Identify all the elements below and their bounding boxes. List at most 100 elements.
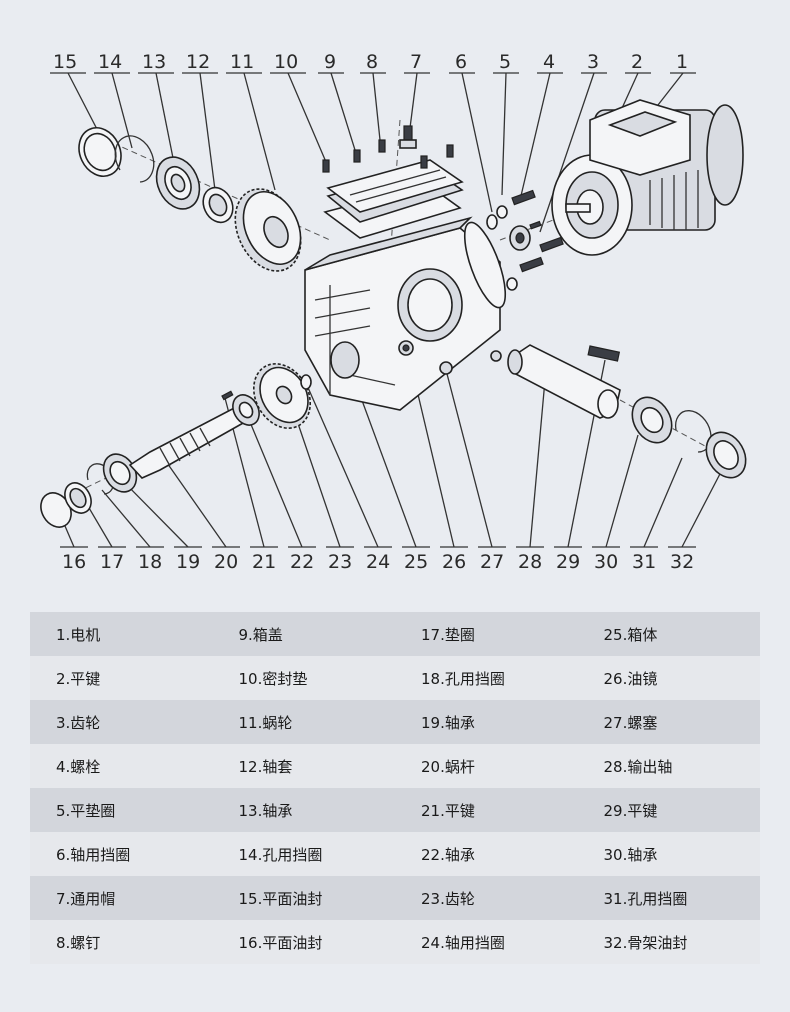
table-cell: 11.蜗轮 xyxy=(212,700,395,744)
table-cell: 18.孔用挡圈 xyxy=(395,656,578,700)
callout-18: 18 xyxy=(138,551,162,573)
table-cell: 29.平键 xyxy=(577,788,760,832)
table-cell: 14.孔用挡圈 xyxy=(212,832,395,876)
callout-25: 25 xyxy=(404,551,428,573)
callout-2: 2 xyxy=(631,51,643,73)
callout-31: 31 xyxy=(632,551,656,573)
callout-21: 21 xyxy=(252,551,276,573)
table-row: 3.齿轮 11.蜗轮 19.轴承 27.螺塞 xyxy=(30,700,760,744)
table-cell: 27.螺塞 xyxy=(577,700,760,744)
parts-list-table: 1.电机 9.箱盖 17.垫圈 25.箱体 2.平键 10.密封垫 18.孔用挡… xyxy=(30,612,760,964)
table-cell: 9.箱盖 xyxy=(212,612,395,656)
table-cell: 2.平键 xyxy=(30,656,213,700)
table-row: 6.轴用挡圈 14.孔用挡圈 22.轴承 30.轴承 xyxy=(30,832,760,876)
bearing-30 xyxy=(631,396,673,444)
callout-5: 5 xyxy=(499,51,511,73)
table-cell: 26.油镜 xyxy=(577,656,760,700)
worm-shaft-20 xyxy=(128,404,254,479)
table-cell: 17.垫圈 xyxy=(395,612,578,656)
table-cell: 16.平面油封 xyxy=(212,920,395,964)
table-cell: 20.蜗杆 xyxy=(395,744,578,788)
table-cell: 24.轴用挡圈 xyxy=(395,920,578,964)
bolts-4 xyxy=(511,189,564,273)
table-row: 5.平垫圈 13.轴承 21.平键 29.平键 xyxy=(30,788,760,832)
callout-22: 22 xyxy=(290,551,314,573)
gear-23 xyxy=(252,363,312,429)
washer-17 xyxy=(64,482,92,514)
drain-plug-27 xyxy=(439,350,502,375)
callout-7: 7 xyxy=(410,51,422,73)
table-cell: 5.平垫圈 xyxy=(30,788,213,832)
callout-32: 32 xyxy=(670,551,694,573)
leader-lines-bottom xyxy=(55,351,723,548)
table-cell: 28.输出轴 xyxy=(577,744,760,788)
table-row: 7.通用帽 15.平面油封 23.齿轮 31.孔用挡圈 xyxy=(30,876,760,920)
oil-sight-glass-26 xyxy=(398,340,414,356)
table-cell: 3.齿轮 xyxy=(30,700,213,744)
callout-20: 20 xyxy=(214,551,238,573)
callout-1: 1 xyxy=(676,51,688,73)
gearbox-housing-25 xyxy=(304,216,507,411)
bearing-19 xyxy=(102,453,138,493)
table-row: 8.螺钉 16.平面油封 24.轴用挡圈 32.骨架油封 xyxy=(30,920,760,964)
table-cell: 13.轴承 xyxy=(212,788,395,832)
table-cell: 12.轴套 xyxy=(212,744,395,788)
worm-wheel-11 xyxy=(234,188,302,272)
callout-27: 27 xyxy=(480,551,504,573)
circlip-14 xyxy=(114,135,155,183)
callout-14: 14 xyxy=(98,51,122,73)
table-row: 4.螺栓 12.轴套 20.蜗杆 28.输出轴 xyxy=(30,744,760,788)
callout-19: 19 xyxy=(176,551,200,573)
flat-washers-5 xyxy=(496,205,518,291)
callout-24: 24 xyxy=(366,551,390,573)
oil-seal-32 xyxy=(705,431,747,479)
callout-8: 8 xyxy=(366,51,378,73)
parts-list-body: 1.电机 9.箱盖 17.垫圈 25.箱体 2.平键 10.密封垫 18.孔用挡… xyxy=(30,612,760,964)
callout-3: 3 xyxy=(587,51,599,73)
table-cell: 30.轴承 xyxy=(577,832,760,876)
table-row: 2.平键 10.密封垫 18.孔用挡圈 26.油镜 xyxy=(30,656,760,700)
oil-seal-15 xyxy=(78,127,122,177)
housing-cover-9 xyxy=(326,159,464,223)
callout-15: 15 xyxy=(53,51,77,73)
table-cell: 4.螺栓 xyxy=(30,744,213,788)
callout-23: 23 xyxy=(328,551,352,573)
table-cell: 32.骨架油封 xyxy=(577,920,760,964)
breather-cap-7 xyxy=(399,125,417,149)
table-cell: 6.轴用挡圈 xyxy=(30,832,213,876)
callout-9: 9 xyxy=(324,51,336,73)
table-row: 1.电机 9.箱盖 17.垫圈 25.箱体 xyxy=(30,612,760,656)
table-cell: 25.箱体 xyxy=(577,612,760,656)
sleeve-12 xyxy=(202,186,234,224)
callout-16: 16 xyxy=(62,551,86,573)
callout-29: 29 xyxy=(556,551,580,573)
callout-10: 10 xyxy=(274,51,298,73)
key-21 xyxy=(221,390,234,401)
output-shaft-28 xyxy=(507,344,621,419)
callout-4: 4 xyxy=(543,51,555,73)
callout-labels-bottom: 16 17 18 19 20 21 22 23 24 25 26 27 28 2… xyxy=(62,551,694,573)
table-cell: 10.密封垫 xyxy=(212,656,395,700)
table-cell: 7.通用帽 xyxy=(30,876,213,920)
screws-8 xyxy=(322,139,454,173)
callout-6: 6 xyxy=(455,51,467,73)
table-cell: 21.平键 xyxy=(395,788,578,832)
table-cell: 22.轴承 xyxy=(395,832,578,876)
key-29 xyxy=(587,345,621,362)
exploded-view-diagram: 15 14 13 12 11 10 9 8 7 6 5 4 3 2 1 16 1… xyxy=(40,51,747,573)
callout-12: 12 xyxy=(186,51,210,73)
table-cell: 23.齿轮 xyxy=(395,876,578,920)
table-cell: 8.螺钉 xyxy=(30,920,213,964)
callout-17: 17 xyxy=(100,551,124,573)
motor-1 xyxy=(551,99,744,256)
table-cell: 15.平面油封 xyxy=(212,876,395,920)
circlip-31 xyxy=(674,410,712,453)
table-cell: 19.轴承 xyxy=(395,700,578,744)
bearing-13 xyxy=(155,156,201,210)
callout-labels-top: 15 14 13 12 11 10 9 8 7 6 5 4 3 2 1 xyxy=(53,51,688,73)
key-2 xyxy=(529,220,542,230)
table-cell: 31.孔用挡圈 xyxy=(577,876,760,920)
shaft-circlip-6 xyxy=(486,214,498,230)
shaft-circlip-24 xyxy=(300,374,312,390)
callout-30: 30 xyxy=(594,551,618,573)
